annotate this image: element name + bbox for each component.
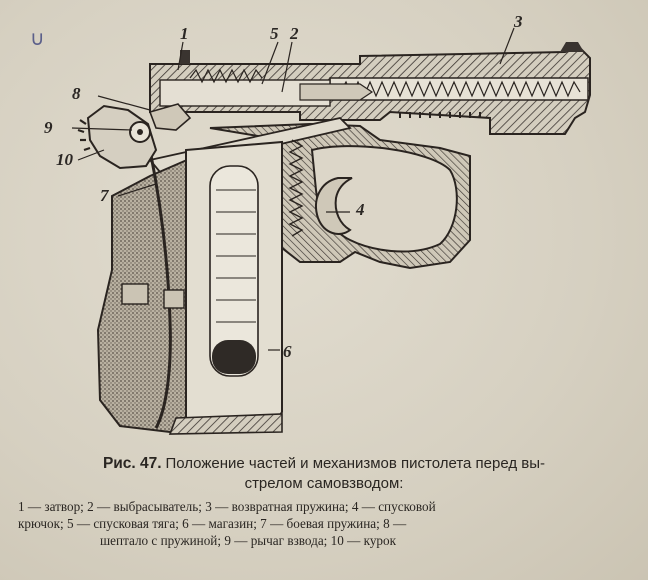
caption-line-2: стрелом самовзводом:: [244, 475, 404, 492]
trigger: [315, 177, 353, 235]
pistol-diagram: [71, 27, 591, 435]
label-10: 10: [56, 150, 73, 169]
leader-lines: [71, 27, 515, 351]
label-7: 7: [100, 186, 109, 205]
legend-line-3: шептало с пружиной; 9 — рычаг взвода; 10…: [100, 533, 397, 548]
mainspring: [148, 149, 172, 429]
label-4: 4: [356, 200, 365, 219]
figure-caption: Рис. 47. Положение частей и механизмов п…: [18, 454, 630, 494]
label-3: 3: [514, 12, 523, 31]
slide: [149, 42, 591, 135]
caption-line-1: Положение частей и механизмов пистолета …: [165, 455, 546, 472]
label-9: 9: [44, 118, 53, 137]
pencil-mark: ∪: [30, 26, 45, 50]
legend-line-1: 1 — затвор; 2 — выбрасыватель; 3 — возвр…: [18, 499, 436, 514]
trigger-spring: [288, 139, 304, 237]
grip: [96, 148, 211, 434]
label-6: 6: [283, 342, 292, 361]
figure-number: Рис. 47.: [102, 455, 162, 472]
magazine: [168, 140, 283, 435]
label-1: 1: [180, 24, 189, 43]
label-8: 8: [72, 84, 81, 103]
label-5: 5: [270, 24, 279, 43]
figure-legend: 1 — затвор; 2 — выбрасыватель; 3 — возвр…: [18, 498, 626, 549]
legend-line-2: крючок; 5 — спусковая тяга; 6 — магазин;…: [18, 516, 407, 531]
sear: [148, 103, 192, 131]
label-2: 2: [290, 24, 299, 43]
